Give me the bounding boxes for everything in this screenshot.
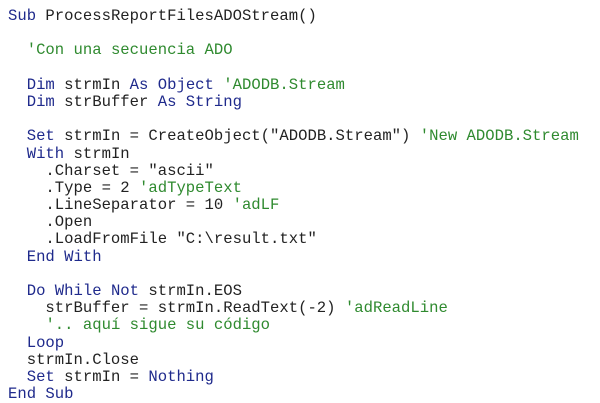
code-keyword: Nothing	[148, 367, 214, 386]
code-line: strmIn.Close	[8, 350, 579, 369]
code-line: End Sub	[8, 386, 579, 403]
code-line	[8, 60, 579, 77]
code-text: .Type = 2	[8, 178, 140, 197]
code-line	[8, 25, 579, 42]
code-comment: 'Con una secuencia ADO	[26, 41, 233, 60]
code-keyword: Dim	[26, 75, 55, 94]
code-comment: '.. aquí sigue su código	[45, 316, 271, 335]
code-text	[8, 127, 27, 145]
code-comment: 'adReadLine	[344, 299, 448, 318]
code-keyword: End With	[26, 247, 102, 266]
code-line: .Open	[8, 214, 579, 231]
code-text	[8, 93, 27, 111]
code-text: .LineSeparator = 10	[8, 196, 233, 215]
code-line: 'Con una secuencia ADO	[8, 42, 579, 59]
code-text: .Open	[8, 213, 93, 232]
code-line: Dim strBuffer As String	[8, 92, 579, 111]
code-text: ProcessReportFilesADOStream()	[36, 7, 317, 25]
code-text	[8, 248, 27, 266]
code-keyword: Do While Not	[26, 282, 140, 300]
code-line: .Type = 2 'adTypeText	[8, 178, 579, 197]
code-line: Set strmIn = Nothing	[8, 367, 579, 386]
code-text	[8, 76, 27, 94]
code-keyword: Set	[26, 127, 55, 146]
code-text: .LoadFromFile "C:\result.txt"	[8, 230, 317, 249]
code-text: strBuffer	[54, 92, 158, 111]
code-text: strmIn.EOS	[139, 282, 242, 300]
code-text: strmIn	[54, 75, 130, 94]
code-keyword: Loop	[26, 333, 65, 352]
code-line: strBuffer = strmIn.ReadText(-2) 'adReadL…	[8, 300, 579, 317]
code-line: Sub ProcessReportFilesADOStream()	[8, 7, 579, 25]
code-line: Do While Not strmIn.EOS	[8, 282, 579, 300]
code-comment: 'adLF	[232, 196, 280, 215]
code-line: '.. aquí sigue su código	[8, 317, 579, 334]
code-text	[214, 76, 223, 94]
code-line: Loop	[8, 333, 579, 352]
code-text	[8, 334, 27, 352]
code-line: With strmIn	[8, 144, 579, 163]
code-text	[8, 316, 45, 334]
code-text: strmIn.Close	[8, 350, 140, 369]
code-keyword: With	[26, 144, 65, 163]
code-line: .LineSeparator = 10 'adLF	[8, 196, 579, 215]
code-keyword: As String	[157, 92, 242, 111]
vba-code-listing: Sub ProcessReportFilesADOStream() 'Con u…	[8, 7, 579, 403]
code-text: strmIn	[64, 144, 130, 163]
code-text	[8, 41, 27, 59]
code-text	[8, 368, 27, 386]
code-line: .Charset = "ascii"	[8, 161, 579, 180]
code-text: strmIn = CreateObject("ADODB.Stream")	[54, 127, 420, 146]
code-keyword: As Object	[129, 75, 214, 94]
code-line	[8, 266, 579, 283]
code-comment: 'New ADODB.Stream	[419, 127, 579, 146]
code-keyword: Set	[26, 367, 55, 386]
code-line	[8, 111, 579, 128]
code-comment: 'adTypeText	[139, 178, 242, 197]
code-line: End With	[8, 247, 579, 266]
code-text: strmIn =	[54, 367, 149, 386]
code-text: .Charset = "ascii"	[8, 161, 214, 180]
code-text: strBuffer = strmIn.ReadText(-2)	[8, 299, 345, 318]
code-comment: 'ADODB.Stream	[223, 75, 345, 94]
code-line: .LoadFromFile "C:\result.txt"	[8, 231, 579, 248]
code-text	[8, 145, 27, 163]
code-keyword: End Sub	[8, 385, 74, 403]
code-keyword: Dim	[26, 92, 55, 111]
code-keyword: Sub	[8, 7, 37, 25]
code-line: Dim strmIn As Object 'ADODB.Stream	[8, 75, 579, 94]
code-line: Set strmIn = CreateObject("ADODB.Stream"…	[8, 128, 579, 145]
code-text	[8, 282, 27, 300]
